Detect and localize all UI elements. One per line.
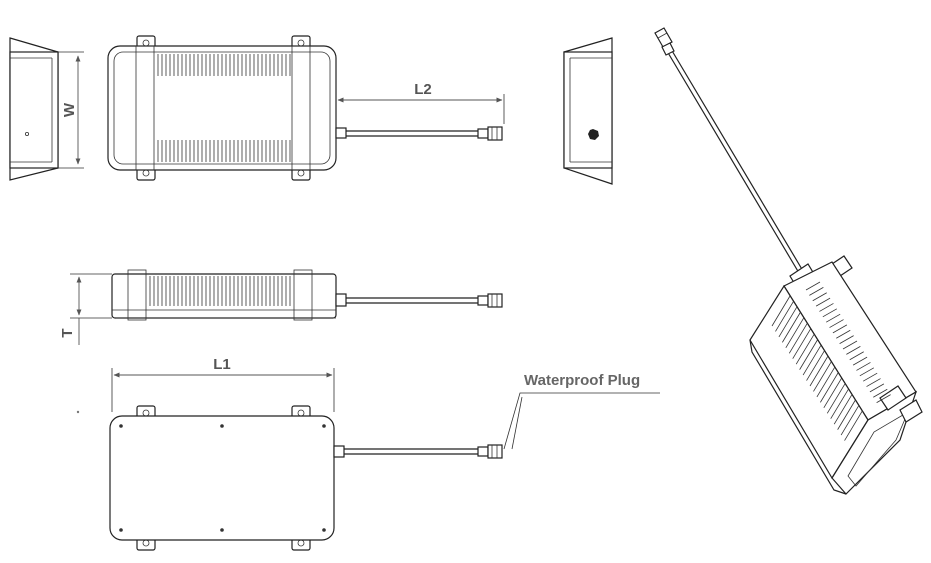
heatsink-fin (830, 388, 850, 419)
heatsink-fin (802, 344, 822, 376)
heatsink-fin (809, 287, 824, 296)
heatsink-fin (842, 340, 858, 350)
heatsink-fin (833, 393, 853, 425)
heatsink-fin (844, 410, 863, 441)
heatsink-fin (859, 367, 875, 377)
heatsink-fin (829, 319, 844, 328)
heatsink-fin (815, 297, 831, 307)
gland-icon (588, 129, 599, 140)
heatsink-fin (820, 372, 839, 403)
heatsink-fin (840, 404, 860, 436)
isometric-view (654, 27, 923, 495)
heatsink-fin (832, 324, 848, 334)
heatsink-fin (866, 378, 881, 387)
heatsink-fin (837, 399, 856, 430)
left-end-view: W (9, 37, 84, 181)
heatsink-fin (839, 335, 854, 344)
right-end-view (563, 37, 613, 185)
heatsink-fin (825, 313, 841, 323)
waterproof-plug-label: Waterproof Plug (524, 372, 640, 389)
body-length-dimension-label: L1 (213, 356, 231, 373)
heatsink-fin (876, 394, 891, 403)
heatsink-fin (775, 301, 794, 332)
heatsink-fin (819, 303, 834, 312)
heatsink-fin (795, 333, 815, 365)
heatsink-fin (813, 361, 832, 392)
heatsink-fin (809, 355, 829, 387)
heatsink-fin (782, 312, 801, 343)
heatsink-fin (849, 351, 864, 361)
heatsink-fin (788, 323, 808, 354)
cable-length-dimension-label: L2 (414, 81, 432, 98)
heatsink-fin (822, 308, 838, 318)
heatsink-fin (799, 339, 818, 370)
heatsink-fin (873, 388, 888, 398)
heatsink-fin (771, 295, 791, 327)
heatsink-fin (785, 317, 805, 349)
heatsink-fin (846, 346, 861, 355)
heatsink-fin (836, 329, 851, 339)
heatsink-fin (812, 292, 827, 302)
heatsink-fin (816, 366, 836, 398)
heatsink-fin (823, 377, 843, 409)
heatsink-fin (805, 281, 821, 291)
thickness-dimension-label: T (59, 328, 76, 337)
heatsink-fin (778, 306, 798, 338)
heatsink-fin (826, 383, 846, 414)
width-dimension-label: W (61, 102, 78, 117)
heatsink-fin (852, 356, 868, 366)
side-view: T (59, 269, 503, 345)
top-view: L2 (107, 35, 505, 181)
bottom-view: L1 Waterproof Plug (76, 356, 660, 551)
heatsink-fin (806, 350, 825, 381)
heatsink-fin (856, 362, 871, 371)
heatsink-fin (862, 372, 878, 382)
heatsink-fin (869, 383, 885, 393)
heatsink-fin (792, 328, 812, 359)
